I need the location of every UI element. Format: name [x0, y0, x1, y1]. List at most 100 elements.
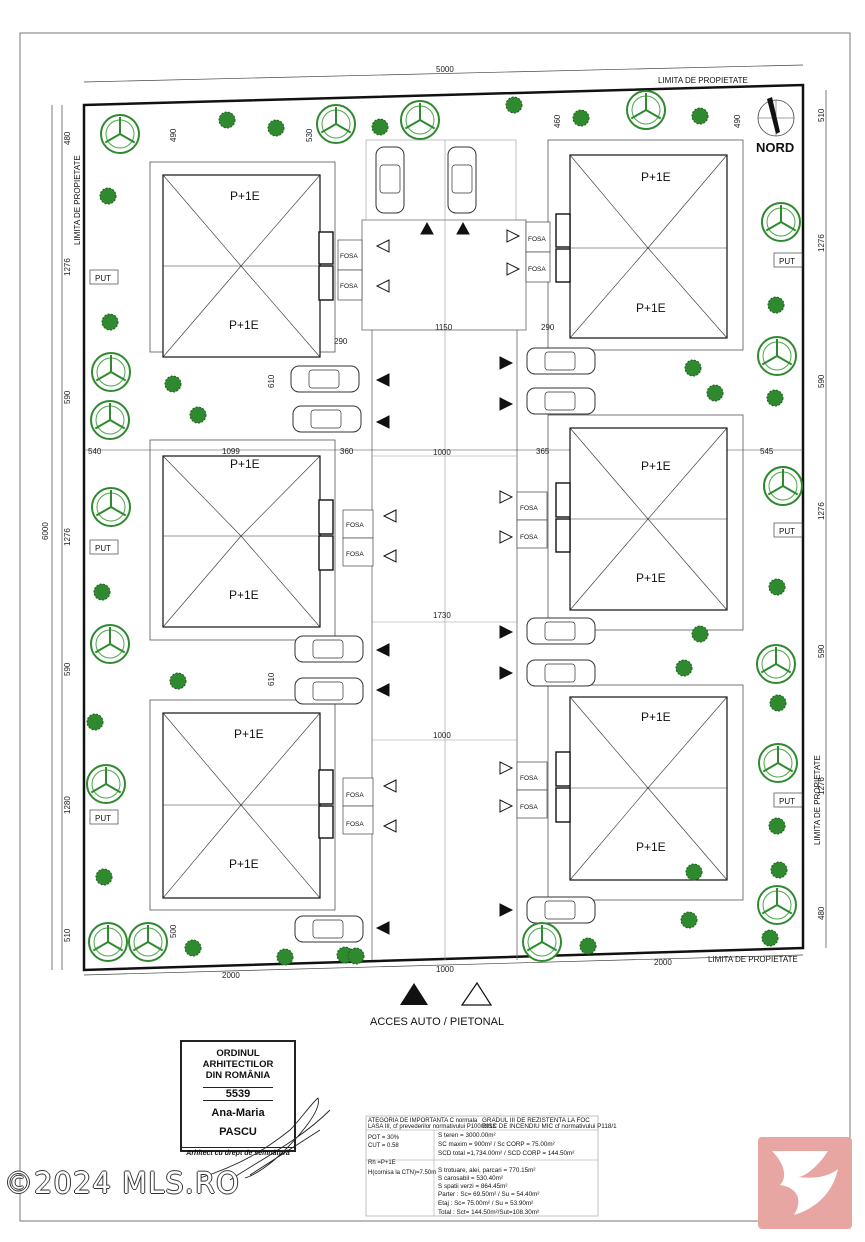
access-pedestrian-icon — [460, 981, 493, 1006]
house-label: P+1E — [636, 301, 666, 315]
info-right-line: SC maxim = 900m² / Sc CORP = 75.00m² — [438, 1141, 555, 1148]
tree-icon — [316, 104, 356, 144]
shrub-icon — [99, 187, 117, 205]
sheet-frame — [19, 32, 851, 1222]
info-right-line: RISC DE INCENDIU MIC cf normativului P11… — [482, 1123, 617, 1130]
shrub-icon — [691, 625, 709, 643]
arrow-icon — [382, 509, 397, 523]
tree-icon — [100, 114, 140, 154]
parking-court — [361, 219, 527, 331]
info-right-line: Etaj : Sc= 75.00m² / Su = 53.90m² — [438, 1200, 533, 1207]
tree-icon — [88, 922, 128, 962]
stamp-line1: ORDINUL ARHITECTILOR — [202, 1048, 274, 1070]
fosa-label: FOSA — [520, 534, 538, 541]
tree-icon — [757, 336, 797, 376]
shrub-icon — [572, 109, 590, 127]
dim-right-4: 590 — [817, 644, 826, 658]
house-right-2: P+1E P+1E — [547, 414, 744, 631]
put-label: PUT — [779, 257, 795, 266]
tree-icon — [90, 400, 130, 440]
shrub-icon — [189, 406, 207, 424]
car-icon — [447, 146, 477, 214]
info-right-line: Total : Sct= 144.50m²/Sut=108.30m² — [438, 1209, 539, 1216]
shrub-icon — [101, 313, 119, 331]
fosa-label: FOSA — [528, 236, 546, 243]
dim-left-total: 6000 — [41, 522, 50, 540]
dim-row-1000: 1000 — [433, 448, 451, 457]
direction-arrows — [375, 221, 521, 935]
dim-left-6: 510 — [63, 928, 72, 942]
tree-icon — [128, 922, 168, 962]
shrub-icon — [675, 659, 693, 677]
shrub-icon — [691, 107, 709, 125]
dim-left-0: 480 — [63, 131, 72, 145]
brand-logo — [758, 1137, 852, 1229]
property-limit-left: LIMITA DE PROPIETATE — [73, 155, 82, 245]
put-label: PUT — [95, 544, 111, 553]
watermark: ©2024 MLS.RO — [4, 1166, 240, 1200]
shrub-icon — [680, 911, 698, 929]
car-icon — [294, 635, 364, 663]
arrow-icon — [382, 819, 397, 833]
put-label: PUT — [779, 527, 795, 536]
arrow-icon — [499, 356, 514, 370]
arrow-icon — [382, 549, 397, 563]
dim-500: 500 — [169, 924, 178, 938]
car-icon — [294, 915, 364, 943]
car-icon — [526, 387, 596, 415]
car-icon — [290, 365, 360, 393]
dim-610-a: 610 — [267, 374, 276, 388]
dim-290-left: 290 — [334, 337, 348, 346]
fosa-label: FOSA — [340, 253, 358, 260]
north-label: NORD — [756, 140, 794, 155]
tree-icon — [626, 90, 666, 130]
dim-right-1: 1276 — [817, 234, 826, 252]
tree-icon — [86, 764, 126, 804]
fosa-label: FOSA — [340, 283, 358, 290]
arrow-icon — [499, 490, 514, 504]
house-label: P+1E — [641, 710, 671, 724]
tree-icon — [91, 352, 131, 392]
car-icon — [526, 617, 596, 645]
property-limit-right: LIMITA DE PROPIETATE — [813, 755, 822, 845]
architect-stamp: ORDINUL ARHITECTILOR DIN ROMÂNIA 5539 An… — [180, 1040, 296, 1157]
info-left-line: Rh =P+1E — [368, 1160, 396, 1166]
house-label: P+1E — [641, 170, 671, 184]
dim-right-5: 1276 — [817, 777, 826, 795]
shrub-icon — [761, 929, 779, 947]
shrub-icon — [184, 939, 202, 957]
shrub-icon — [218, 111, 236, 129]
tree-icon — [400, 100, 440, 140]
fosa-label: FOSA — [346, 792, 364, 799]
dim-left-5: 1280 — [63, 796, 72, 814]
arrow-icon — [375, 683, 390, 697]
fosa-label: FOSA — [346, 551, 364, 558]
info-left-line: LASA III, cf prevederilor normativului P… — [368, 1124, 496, 1130]
info-table — [365, 1115, 599, 1217]
fosa-label: FOSA — [346, 522, 364, 529]
dim-530: 530 — [305, 128, 314, 142]
house-label: P+1E — [229, 588, 259, 602]
put-label: PUT — [95, 274, 111, 283]
access-auto-icon — [400, 983, 428, 1005]
shrub-icon — [505, 96, 523, 114]
dim-1150: 1150 — [435, 323, 453, 332]
access-label: ACCES AUTO / PIETONAL — [370, 1016, 504, 1028]
house-label: P+1E — [229, 318, 259, 332]
dim-545: 545 — [760, 447, 774, 456]
fosa-label: FOSA — [528, 266, 546, 273]
arrow-icon — [382, 779, 397, 793]
info-right-line: GRADUL III DE REZISTENTA LA FOC — [482, 1117, 590, 1124]
dim-460: 460 — [553, 114, 562, 128]
dim-top: 5000 — [436, 65, 454, 74]
info-left-line: ATEGORIA DE IMPORTANTA C normala — [368, 1118, 478, 1124]
tree-icon — [91, 487, 131, 527]
house-label: P+1E — [229, 857, 259, 871]
shrub-icon — [768, 578, 786, 596]
fosa-label: FOSA — [520, 775, 538, 782]
dim-left-4: 590 — [63, 662, 72, 676]
shrub-icon — [684, 359, 702, 377]
put-label: PUT — [779, 797, 795, 806]
